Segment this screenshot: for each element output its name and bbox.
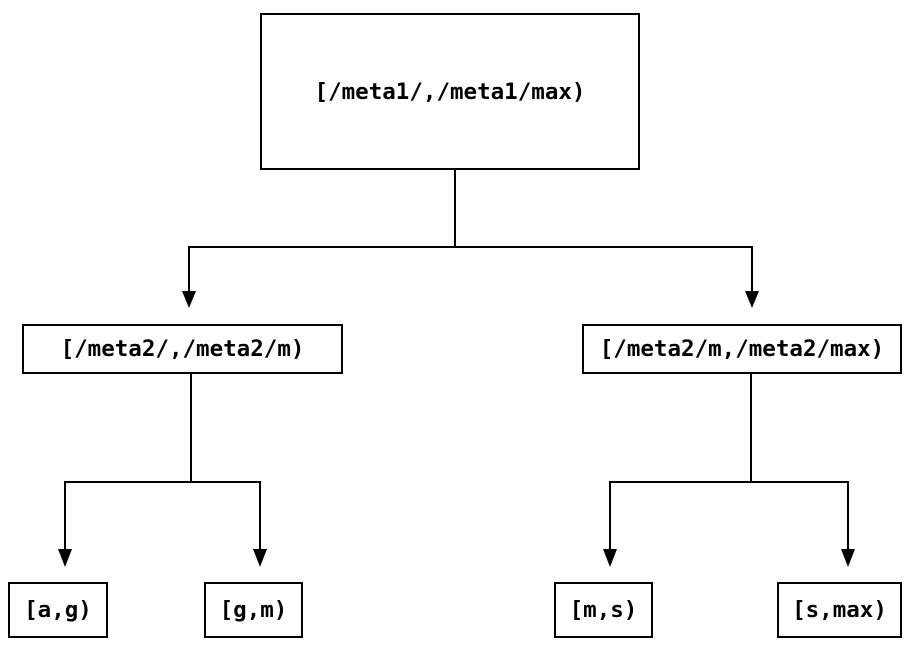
tree-leaf-gm: [g,m) bbox=[204, 582, 303, 638]
tree-leaf-gm-label: [g,m) bbox=[219, 597, 288, 623]
tree-leaf-smax-label: [s,max) bbox=[792, 597, 887, 623]
tree-node-meta2-lower: [/meta2/,/meta2/m) bbox=[22, 324, 343, 374]
arrowhead-icon-left-child bbox=[182, 291, 196, 308]
tree-leaf-smax: [s,max) bbox=[777, 582, 902, 638]
tree-leaf-ag-label: [a,g) bbox=[24, 597, 92, 623]
tree-node-root: [/meta1/,/meta1/max) bbox=[260, 13, 640, 170]
tree-node-root-label: [/meta1/,/meta1/max) bbox=[314, 78, 586, 105]
arrowhead-icon-right-child bbox=[745, 291, 759, 308]
tree-node-meta2-lower-label: [/meta2/,/meta2/m) bbox=[60, 336, 305, 362]
tree-leaf-ms-label: [m,s) bbox=[569, 597, 638, 623]
tree-node-meta2-upper: [/meta2/m,/meta2/max) bbox=[582, 324, 902, 374]
tree-leaf-ms: [m,s) bbox=[554, 582, 653, 638]
connector-left-crossbar bbox=[64, 481, 261, 550]
connector-level1-crossbar bbox=[188, 246, 753, 292]
tree-node-meta2-upper-label: [/meta2/m,/meta2/max) bbox=[599, 336, 885, 362]
arrowhead-icon-leaf-ms bbox=[603, 549, 617, 567]
arrowhead-icon-leaf-smax bbox=[841, 549, 855, 567]
tree-leaf-ag: [a,g) bbox=[8, 582, 108, 638]
arrowhead-icon-leaf-gm bbox=[253, 549, 267, 567]
connector-right-crossbar bbox=[609, 481, 849, 550]
arrowhead-icon-leaf-ag bbox=[58, 549, 72, 567]
